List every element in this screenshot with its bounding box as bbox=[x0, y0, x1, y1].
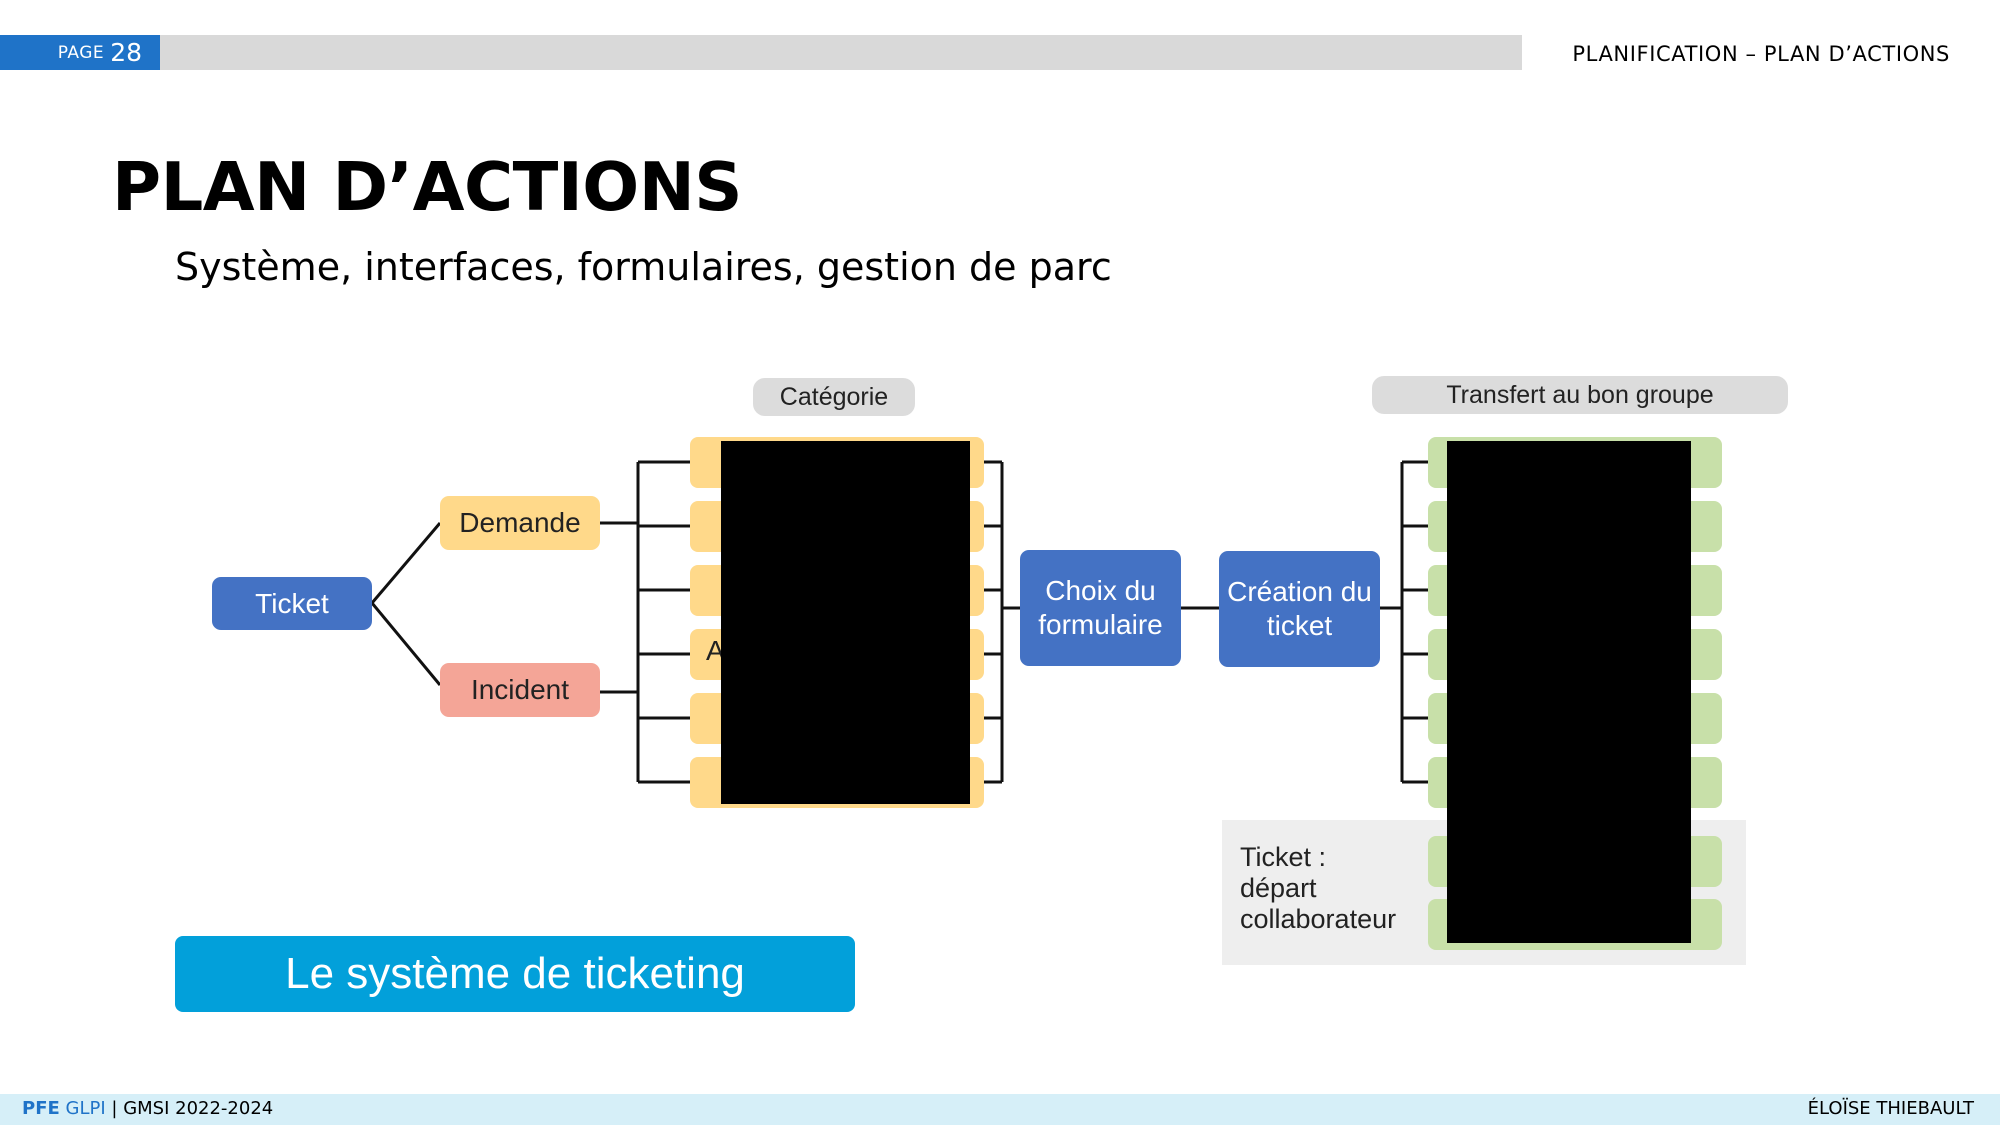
footer-glpi: GLPI bbox=[65, 1098, 106, 1119]
departure-ticket-label: Ticket : départ collaborateur bbox=[1240, 842, 1396, 935]
departure-line: Ticket : bbox=[1240, 842, 1327, 872]
ticket-node: Ticket bbox=[212, 577, 372, 630]
page-title: PLAN D’ACTIONS bbox=[112, 148, 743, 226]
page-label: PAGE bbox=[57, 42, 105, 63]
page-subtitle: Système, interfaces, formulaires, gestio… bbox=[175, 245, 1112, 289]
page-number: 28 bbox=[110, 38, 142, 67]
header-bar bbox=[160, 35, 1522, 70]
demande-node: Demande bbox=[440, 496, 600, 550]
footer-course: | GMSI 2022-2024 bbox=[111, 1098, 274, 1119]
departure-line: départ bbox=[1240, 873, 1317, 904]
section-title: PLANIFICATION – PLAN D’ACTIONS bbox=[1572, 42, 1950, 66]
departure-line: collaborateur bbox=[1240, 904, 1397, 935]
redacted-group-area bbox=[1447, 441, 1691, 943]
form-choice-node: Choix du formulaire bbox=[1020, 550, 1181, 666]
footer-project: PFE GLPI | GMSI 2022-2024 bbox=[22, 1098, 273, 1119]
redacted-category-area bbox=[721, 441, 970, 804]
ticket-creation-node: Création du ticket bbox=[1219, 551, 1380, 667]
category-partial-label: A bbox=[706, 635, 725, 666]
ticketing-system-label: Le système de ticketing bbox=[175, 936, 855, 1012]
page-number-badge: PAGE 28 bbox=[0, 35, 160, 70]
footer-pfe: PFE bbox=[22, 1098, 60, 1119]
footer-bar bbox=[0, 1094, 2000, 1125]
footer-author: ÉLOÏSE THIEBAULT bbox=[1807, 1098, 1974, 1119]
transfer-header: Transfert au bon groupe bbox=[1372, 376, 1788, 414]
category-header: Catégorie bbox=[753, 378, 915, 416]
incident-node: Incident bbox=[440, 663, 600, 717]
